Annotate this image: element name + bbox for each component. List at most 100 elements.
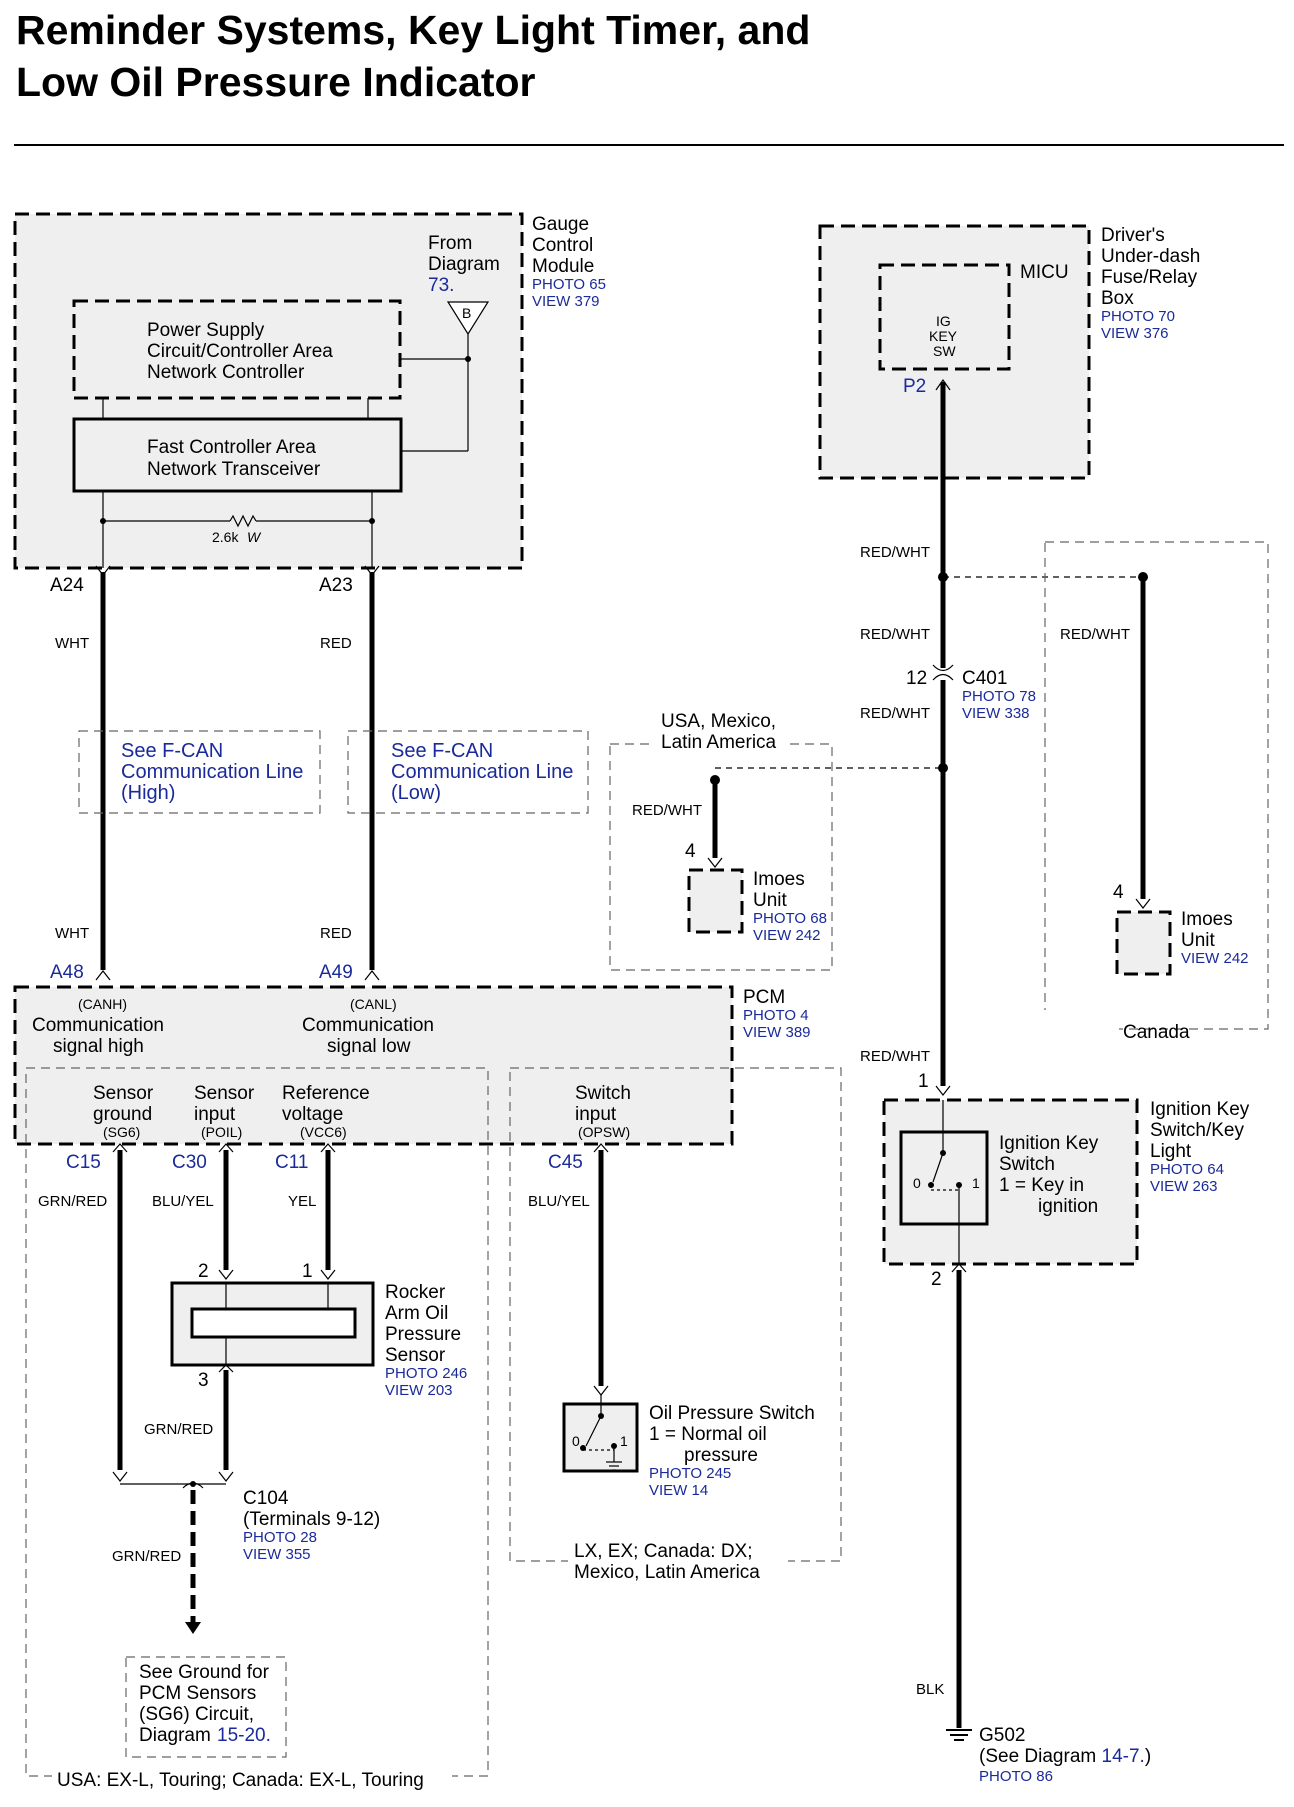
wire-red-upper: RED <box>320 635 352 652</box>
resistor-unit: W <box>247 529 262 545</box>
oil-switch-name-2: 1 = Normal oil <box>649 1424 767 1445</box>
gauge-control-module: Power Supply Circuit/Controller Area Net… <box>13 212 524 570</box>
c104-name: C104 <box>243 1488 289 1509</box>
gauge-module-name-2: Control <box>532 235 593 256</box>
imoes-canada-box <box>1115 910 1172 976</box>
ground-note-4: Diagram <box>139 1725 211 1746</box>
pin-a24: A24 <box>50 575 84 596</box>
pin-c30: C30 <box>172 1152 207 1173</box>
c401-view: VIEW 338 <box>962 705 1030 722</box>
ig-label: IG <box>936 313 951 329</box>
pcm-rv-1: Reference <box>282 1083 370 1104</box>
wire-red-wht-usa: RED/WHT <box>632 802 702 819</box>
fcan-high-3: (High) <box>121 782 175 804</box>
ign-photo: PHOTO 64 <box>1150 1161 1224 1178</box>
fcan-high-1: See F-CAN <box>121 740 223 762</box>
fuse-box-name-4: Box <box>1101 288 1134 309</box>
gauge-module-name-3: Module <box>532 256 594 277</box>
from-diagram-label-2: Diagram <box>428 254 500 275</box>
rocker-pin-2: 2 <box>198 1261 209 1282</box>
resistor-symbol <box>229 514 257 528</box>
fuse-box-view: VIEW 376 <box>1101 325 1169 342</box>
ign-inner-1: Ignition Key <box>999 1133 1099 1154</box>
ign-inner-3: 1 = Key in <box>999 1175 1084 1196</box>
c104-desc: (Terminals 9-12) <box>243 1509 380 1530</box>
rocker-name-3: Pressure <box>385 1324 461 1345</box>
imoes-canada-view: VIEW 242 <box>1181 950 1249 967</box>
ig-key-sw-box <box>878 263 1011 371</box>
imoes-canada-pin: 4 <box>1113 882 1124 903</box>
pcm-sg-1: Sensor <box>93 1083 154 1104</box>
pcm-canh-2: signal high <box>53 1036 144 1057</box>
rocker-name-1: Rocker <box>385 1282 446 1303</box>
micu-label: MICU <box>1020 262 1069 283</box>
wire-blk: BLK <box>916 1681 944 1698</box>
gauge-module-photo: PHOTO 65 <box>532 276 606 293</box>
imoes-usa-name-2: Unit <box>753 890 788 911</box>
ground-g502 <box>946 1263 972 1741</box>
gauge-module-name-1: Gauge <box>532 214 589 235</box>
imoes-canada-name-2: Unit <box>1181 930 1216 951</box>
from-diagram-number: 73. <box>428 275 454 296</box>
ign-pin-2: 2 <box>931 1269 942 1290</box>
ign-name-2: Switch/Key <box>1150 1120 1244 1141</box>
wire-red-wht-2: RED/WHT <box>860 626 930 643</box>
wire-red-lower: RED <box>320 925 352 942</box>
sw-label: SW <box>933 343 956 359</box>
c401-pin: 12 <box>906 668 927 689</box>
pcm-canl-1: Communication <box>302 1015 434 1036</box>
pin-p2: P2 <box>903 376 926 397</box>
pcm-sw-2: input <box>575 1104 617 1125</box>
rocker-name-2: Arm Oil <box>385 1303 448 1324</box>
bottom-region-label: USA: EX-L, Touring; Canada: EX-L, Tourin… <box>57 1770 424 1791</box>
rocker-pin-3: 3 <box>198 1370 209 1391</box>
fuse-box-name-2: Under-dash <box>1101 246 1200 267</box>
pcm-canh-code: (CANH) <box>78 996 127 1012</box>
fuse-box-photo: PHOTO 70 <box>1101 308 1175 325</box>
rocker-view: VIEW 203 <box>385 1382 453 1399</box>
pcm-name: PCM <box>743 987 785 1008</box>
pcm-canl-code: (CANL) <box>350 996 397 1012</box>
c104-photo: PHOTO 28 <box>243 1529 317 1546</box>
oil-switch-photo: PHOTO 245 <box>649 1465 731 1482</box>
pcm-view: VIEW 389 <box>743 1024 811 1041</box>
pin-a49: A49 <box>319 962 353 983</box>
rocker-pin-1: 1 <box>302 1261 313 1282</box>
wire-grn-red-1: GRN/RED <box>38 1193 107 1210</box>
key-label: KEY <box>929 328 958 344</box>
under-dash-fuse-box: IG KEY SW MICU P2 <box>818 224 1091 480</box>
fcan-low-box <box>347 730 589 814</box>
from-diagram-label-1: From <box>428 233 472 254</box>
wire-wht-lower: WHT <box>55 925 89 942</box>
ignition-key-switch <box>882 1098 1139 1266</box>
ground-note-2: PCM Sensors <box>139 1683 256 1704</box>
oil-region-2: Mexico, Latin America <box>574 1562 760 1583</box>
wire-grn-red-3: GRN/RED <box>112 1548 181 1565</box>
fcan-high-box <box>78 730 321 814</box>
oil-switch-name-1: Oil Pressure Switch <box>649 1403 815 1424</box>
pcm-si-1: Sensor <box>194 1083 255 1104</box>
transceiver-label-1: Fast Controller Area <box>147 437 316 458</box>
wire-blu-yel-1: BLU/YEL <box>152 1193 214 1210</box>
fcan-low-1: See F-CAN <box>391 740 493 762</box>
fuse-box-name-3: Fuse/Relay <box>1101 267 1198 288</box>
oil-switch-pos0: 0 <box>572 1433 580 1449</box>
wire-wht-upper: WHT <box>55 635 89 652</box>
oil-switch-view: VIEW 14 <box>649 1482 708 1499</box>
pcm-sg-2: ground <box>93 1104 152 1125</box>
power-supply-label-2: Circuit/Controller Area <box>147 341 333 362</box>
fcan-low-3: (Low) <box>391 782 441 804</box>
pin-a48: A48 <box>50 962 84 983</box>
ign-name-1: Ignition Key <box>1150 1099 1250 1120</box>
fcan-high-2: Communication Line <box>121 761 303 783</box>
wire-blu-yel-2: BLU/YEL <box>528 1193 590 1210</box>
ign-pin-1: 1 <box>918 1071 929 1092</box>
pcm-module <box>13 985 842 1777</box>
usa-region-2: Latin America <box>661 732 777 753</box>
ign-pos1: 1 <box>972 1175 980 1191</box>
wire-red-wht-4: RED/WHT <box>860 1048 930 1065</box>
ground-note-3: (SG6) Circuit, <box>139 1704 254 1725</box>
c401-name: C401 <box>962 668 1007 689</box>
power-supply-label-3: Network Controller <box>147 362 305 383</box>
imoes-usa-view: VIEW 242 <box>753 927 821 944</box>
